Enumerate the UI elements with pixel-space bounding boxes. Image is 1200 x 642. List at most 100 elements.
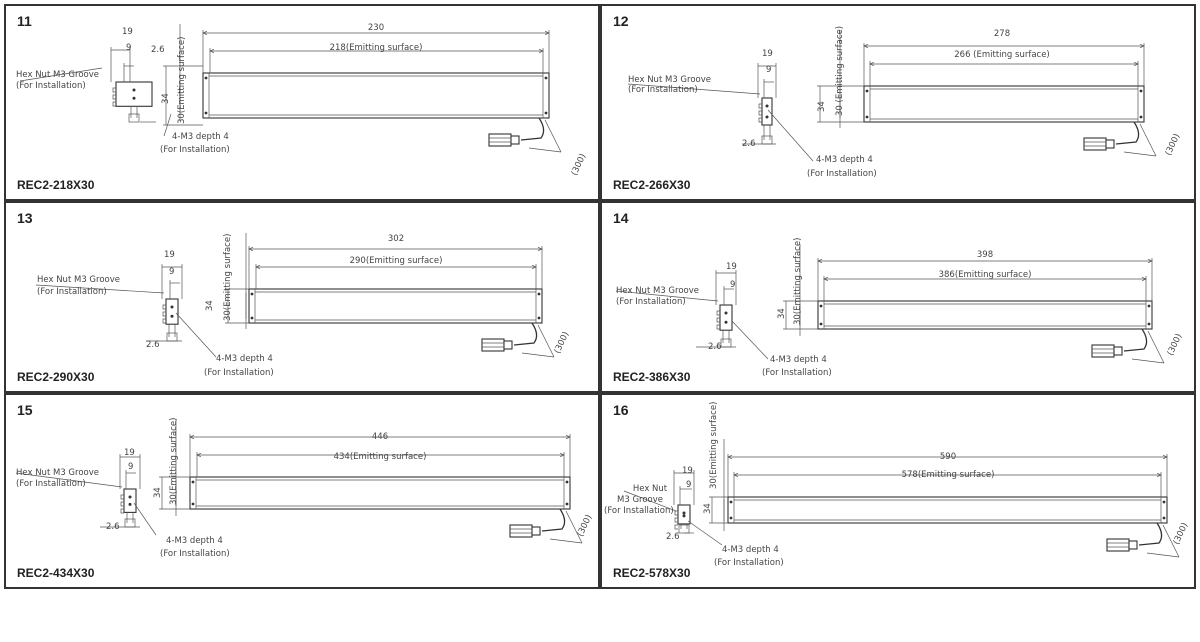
emitting-height-label: 30(Emitting surface)	[223, 234, 233, 321]
screw-sublabel: (For Installation)	[160, 549, 230, 559]
cable-length-dimension	[528, 147, 562, 153]
screw-label: 4-M3 depth 4	[172, 132, 229, 142]
dimension-drawing	[35, 233, 555, 358]
side-hole	[682, 514, 686, 518]
emitting-height-label: 30(Emitting surface)	[793, 238, 803, 325]
dimension-arrow	[196, 452, 202, 458]
screw-leader	[731, 320, 769, 360]
screw-label: 4-M3 depth 4	[770, 355, 827, 365]
nut-groove	[758, 110, 762, 116]
mount-hole	[250, 292, 254, 296]
light-bar-body	[863, 85, 1145, 123]
cell-14: 14 REC2-386X30 398 386(Emitting surface)…	[600, 201, 1196, 393]
mount-hole	[819, 322, 823, 326]
offset-label: 2.6	[146, 340, 160, 350]
nut-groove	[674, 517, 678, 523]
total-length-label: 446	[372, 432, 388, 442]
side-hole	[128, 502, 132, 506]
mount-hole	[865, 89, 869, 93]
cell-number: 12	[613, 13, 629, 29]
light-bar-body	[727, 496, 1168, 524]
cable-length-label: (300)	[553, 330, 572, 355]
dimension-arrow	[531, 264, 537, 270]
dimension-arrow	[255, 264, 261, 270]
cable	[1123, 328, 1148, 352]
cable-length-label: (300)	[570, 152, 589, 177]
screw-leader	[163, 113, 172, 137]
dimension-arrow	[1147, 258, 1153, 264]
cable-length-dimension	[1123, 151, 1157, 157]
mount-hole	[1162, 500, 1166, 504]
width-label-19: 19	[726, 262, 737, 272]
width-label-9: 9	[128, 462, 133, 472]
total-length-label: 590	[940, 452, 956, 462]
light-bar-body	[817, 300, 1153, 330]
screw-leader	[767, 109, 814, 162]
emitting-length-label: 266 (Emitting surface)	[954, 50, 1050, 60]
nut-groove	[120, 494, 124, 500]
width-label-9: 9	[169, 267, 174, 277]
dimension-arrow	[733, 472, 739, 478]
mount-hole	[1139, 115, 1143, 119]
total-length-label: 278	[994, 29, 1010, 39]
cable-length-dimension	[1162, 524, 1180, 558]
side-hole	[170, 314, 174, 318]
side-hole	[682, 511, 686, 515]
nut-groove	[162, 311, 166, 317]
screw-sublabel: (For Installation)	[714, 558, 784, 568]
model-name: REC2-386X30	[613, 370, 691, 384]
nut-sublabel: (For Installation)	[16, 479, 86, 489]
height-label: 34	[817, 101, 827, 112]
nut-sublabel: (For Installation)	[16, 81, 86, 91]
model-name: REC2-266X30	[613, 178, 691, 192]
side-hole	[724, 311, 728, 315]
nut-groove	[120, 508, 124, 514]
nut-leader	[35, 284, 165, 294]
nut-groove	[674, 510, 678, 516]
nut-groove	[120, 501, 124, 507]
mount-hole	[1147, 322, 1151, 326]
mount-hole	[819, 304, 823, 308]
nut-groove	[758, 103, 762, 109]
cable-length-dimension	[544, 119, 562, 153]
dimension-arrow	[209, 48, 215, 54]
side-profile	[165, 298, 179, 325]
offset-label: 2.6	[708, 342, 722, 352]
cell-number: 16	[613, 402, 629, 418]
side-hole	[724, 320, 728, 324]
screw-label: 4-M3 depth 4	[216, 354, 273, 364]
emitting-height-label: 30 (Emitting surface)	[835, 26, 845, 116]
offset-label: 2.6	[742, 139, 756, 149]
dimension-arrow	[559, 452, 565, 458]
nut-leader	[15, 472, 123, 488]
model-name: REC2-218X30	[17, 178, 95, 192]
dimension-drawing	[623, 439, 1180, 558]
width-label-9: 9	[686, 480, 691, 490]
cable-length-dimension	[1146, 552, 1180, 558]
side-hole	[128, 495, 132, 499]
nut-groove	[112, 87, 116, 93]
nut-leader	[627, 83, 761, 95]
cable-length-label: (300)	[1164, 132, 1183, 157]
mount-hole	[191, 502, 195, 506]
cable	[1115, 121, 1140, 145]
dimension-arrow	[538, 48, 544, 54]
mount-hole	[1139, 89, 1143, 93]
nut-label: Hex Nut M3 Groove	[628, 75, 711, 85]
nut-groove	[716, 317, 720, 323]
dimension-drawing	[15, 420, 583, 544]
offset-label: 2.6	[151, 45, 165, 55]
emitting-length-label: 386(Emitting surface)	[939, 270, 1032, 280]
cell-15: 15 REC2-434X30 446 434(Emitting surface)…	[4, 393, 600, 589]
nut-groove	[716, 324, 720, 330]
nut-groove	[674, 524, 678, 530]
mount-hole	[544, 76, 548, 80]
dimension-drawing	[615, 244, 1165, 364]
nut-groove	[162, 304, 166, 310]
mount-hole	[250, 316, 254, 320]
connector-collar	[1105, 139, 1115, 149]
dimension-drawing	[19, 24, 562, 153]
connector-collar	[510, 135, 520, 145]
light-bar-body	[189, 476, 571, 510]
